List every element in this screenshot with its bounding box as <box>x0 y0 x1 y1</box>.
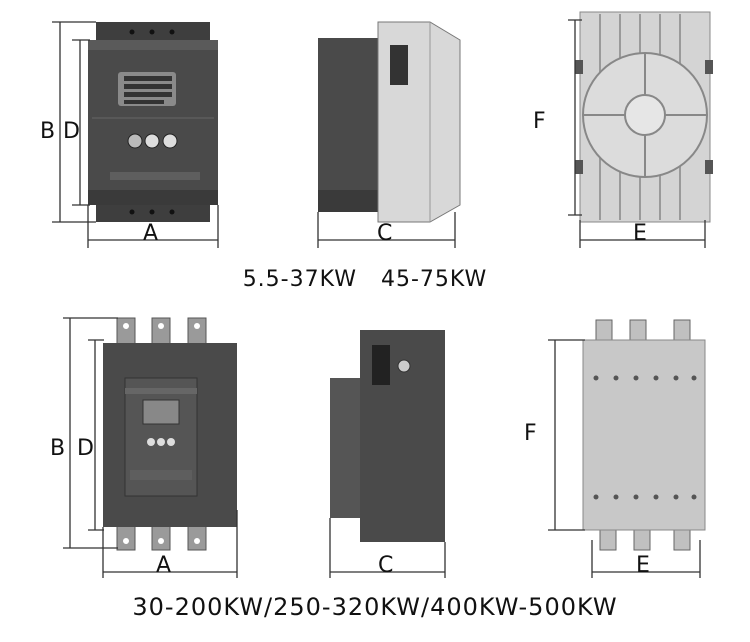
caption-bottom: 30-200KW/250-320KW/400KW-500KW <box>132 593 617 621</box>
label-c-bottom: C <box>378 553 393 578</box>
label-f: F <box>533 109 546 134</box>
bottom-side-view: C <box>329 330 446 578</box>
label-e: E <box>633 221 647 246</box>
label-a-bottom: A <box>156 553 171 578</box>
label-b: B <box>40 119 55 144</box>
bottom-front-view: B D A <box>50 317 238 578</box>
top-front-view: B D A <box>40 21 219 248</box>
label-c: C <box>377 221 392 246</box>
label-d-bottom: D <box>77 436 94 461</box>
label-f-bottom: F <box>524 421 537 446</box>
label-a: A <box>143 221 158 246</box>
label-e-bottom: E <box>636 553 650 578</box>
caption-top: 5.5-37KW 45-75KW <box>243 267 488 292</box>
top-back-view: F E <box>533 11 713 248</box>
top-side-view: C <box>317 21 461 248</box>
label-d: D <box>63 119 80 144</box>
bottom-back-view: F E <box>524 319 706 578</box>
label-b-bottom: B <box>50 436 65 461</box>
